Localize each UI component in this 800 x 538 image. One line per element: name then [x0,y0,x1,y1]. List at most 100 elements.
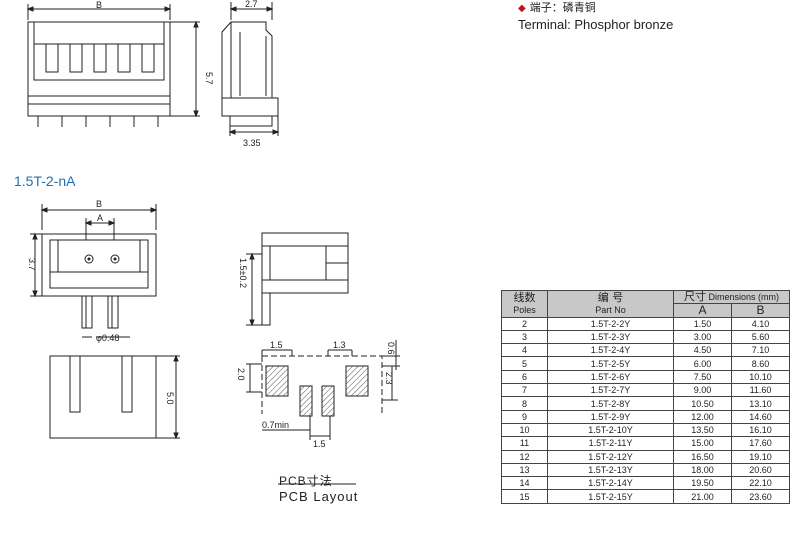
cell-dim-b: 16.10 [731,422,790,438]
header-poles: 线数 Poles [501,290,548,318]
cell-poles: 15 [501,489,548,504]
cell-poles: 5 [501,356,548,371]
cell-part-no: 1.5T-2-7Y [547,383,674,398]
dim-pcb-bottom-pitch: 1.5 [313,439,326,449]
cell-poles: 13 [501,462,548,478]
table-header-row: 线数 Poles 编 号 Part No 尺寸 Dimensions (mm) [501,289,790,318]
cell-dim-a: 9.00 [673,383,732,398]
spec-table: 线数 Poles 编 号 Part No 尺寸 Dimensions (mm) … [501,289,790,504]
dim-pcb-min: 0.7min [262,420,289,430]
cell-dim-a: 4.50 [673,343,732,358]
pcb-label-cn: PCB寸法 [279,474,333,488]
header-part-no: 编 号 Part No [547,290,674,318]
mid-front-view [30,204,158,338]
mid-side-view [246,232,349,327]
cell-part-no: 1.5T-2-10Y [547,422,674,438]
cell-dim-b: 11.60 [731,383,790,398]
dim-side-height: 1.5±0.2 [238,258,248,288]
cell-dim-b: 19.10 [731,449,790,464]
cell-part-no: 1.5T-2-9Y [547,409,674,424]
cell-part-no: 1.5T-2-15Y [547,489,674,504]
cell-dim-a: 19.50 [673,476,732,491]
cell-poles: 14 [501,476,548,491]
header-col-A: A [673,303,732,318]
cell-part-no: 1.5T-2-11Y [547,436,674,451]
cell-poles: 8 [501,396,548,411]
top-front-view [26,4,200,127]
dim-top-height: 5.7 [204,72,214,85]
top-side-view [221,2,280,136]
cell-dim-b: 22.10 [731,476,790,491]
pcb-layout [246,340,400,485]
cell-dim-a: 10.50 [673,396,732,411]
cell-dim-a: 12.00 [673,409,732,424]
cell-dim-a: 7.50 [673,369,732,385]
cell-part-no: 1.5T-2-13Y [547,462,674,478]
cell-part-no: 1.5T-2-14Y [547,476,674,491]
pcb-label-en: PCB Layout [279,489,359,504]
dim-mid-B: B [96,199,102,209]
cell-dim-b: 14.60 [731,409,790,424]
cell-part-no: 1.5T-2-2Y [547,316,674,331]
cell-dim-a: 21.00 [673,489,732,504]
cell-dim-a: 15.00 [673,436,732,451]
cell-part-no: 1.5T-2-3Y [547,329,674,345]
cell-dim-a: 1.50 [673,316,732,331]
cell-poles: 12 [501,449,548,464]
cell-poles: 7 [501,383,548,398]
cell-part-no: 1.5T-2-5Y [547,356,674,371]
cell-dim-a: 6.00 [673,356,732,371]
cell-dim-a: 13.50 [673,422,732,438]
dim-top-side-width: 2.7 [245,0,258,9]
cell-poles: 10 [501,422,548,438]
dim-pcb-left-height: 2.0 [236,368,246,381]
dim-mid-height: 3.7 [27,258,37,271]
dim-pcb-right-top: 0.6 [386,342,396,355]
cell-poles: 2 [501,316,548,331]
dim-top-B: B [96,0,102,10]
cell-part-no: 1.5T-2-12Y [547,449,674,464]
dim-lower-height: 5.0 [165,392,175,405]
cell-dim-b: 23.60 [731,489,790,504]
dim-pcb-pitch-left: 1.5 [270,340,283,350]
cell-dim-b: 4.10 [731,316,790,331]
cell-poles: 4 [501,343,548,358]
cell-poles: 6 [501,369,548,385]
cell-part-no: 1.5T-2-6Y [547,369,674,385]
cell-poles: 9 [501,409,548,424]
terminal-material-en: Terminal: Phosphor bronze [518,17,674,32]
cell-dim-b: 7.10 [731,343,790,358]
lower-front-view [49,354,180,440]
cell-dim-b: 13.10 [731,396,790,411]
header-dimensions: 尺寸 Dimensions (mm) [673,289,790,305]
cell-dim-a: 3.00 [673,329,732,345]
cell-poles: 3 [501,329,548,345]
dim-mid-A: A [97,213,103,223]
dim-pcb-right-height: 2.3 [384,372,394,385]
header-col-B: B [731,303,790,318]
cell-dim-b: 10.10 [731,369,790,385]
cell-part-no: 1.5T-2-8Y [547,396,674,411]
cell-dim-b: 17.60 [731,436,790,451]
cell-dim-b: 5.60 [731,329,790,345]
cell-dim-a: 16.50 [673,449,732,464]
series-title: 1.5T-2-nA [14,173,76,189]
material-note: ◆端子：磷青铜 Terminal: Phosphor bronze [518,0,673,33]
cell-dim-a: 18.00 [673,462,732,478]
terminal-material-cn: 端子：磷青铜 [529,1,596,14]
